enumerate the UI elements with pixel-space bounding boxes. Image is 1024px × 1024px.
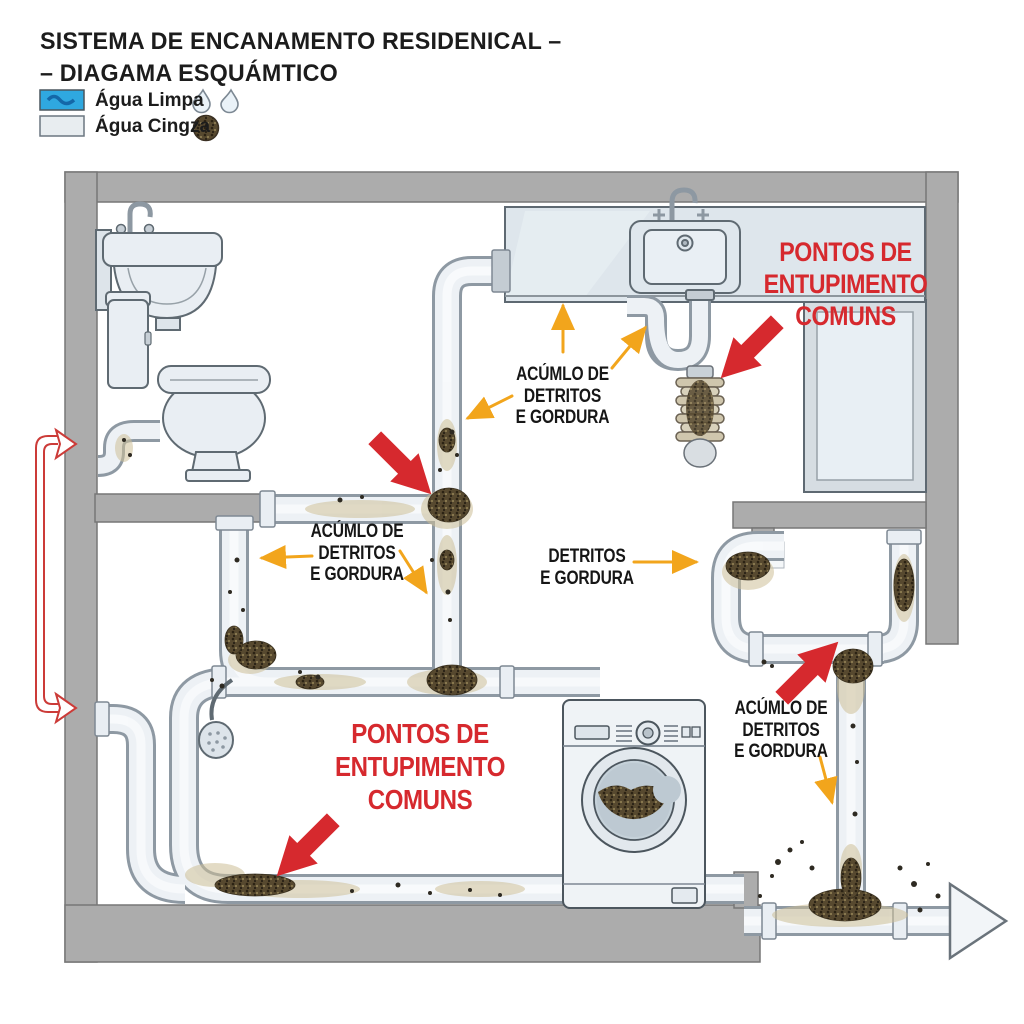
debris-label-mid: DETRITOS E GORDURA bbox=[540, 546, 634, 589]
arrow-to-trap bbox=[610, 325, 647, 370]
kitchen-sink bbox=[629, 187, 741, 301]
debris-label-kitchen: ACÚMLO DE DETRITOS E GORDURA bbox=[515, 364, 610, 429]
bottom-wall bbox=[64, 904, 761, 963]
recirculation-arrows bbox=[35, 427, 78, 725]
bathroom-faucet-icon bbox=[127, 201, 153, 232]
legend-grey-water-label: Água Cingza bbox=[95, 116, 211, 137]
page-title: SISTEMA DE ENCANAMENTO RESIDENICAL – – D… bbox=[40, 28, 562, 87]
clog-points-label-bottom: PONTOS DE ENTUPIMENTO COMUNS bbox=[334, 718, 506, 816]
wave-icon bbox=[46, 94, 76, 106]
walls bbox=[64, 171, 959, 963]
pipe-couplings bbox=[94, 249, 922, 940]
door-panel bbox=[803, 299, 927, 493]
debris-clusters bbox=[214, 427, 915, 922]
toilet bbox=[105, 291, 271, 482]
legend-swatches bbox=[39, 88, 239, 142]
debris-label-right: ACÚMLO DE DETRITOS E GORDURA bbox=[734, 698, 828, 763]
dirty-water bbox=[598, 785, 669, 820]
detergent-drawer bbox=[574, 725, 610, 740]
debris-specks bbox=[122, 429, 941, 913]
washing-machine bbox=[562, 699, 706, 909]
debris-label-bathroom: ACÚMLO DE DETRITOS E GORDURA bbox=[310, 521, 404, 586]
orange-arrows bbox=[259, 303, 838, 805]
arrow-to-drop-pipe bbox=[814, 755, 838, 805]
grey-water-swatch bbox=[39, 115, 85, 137]
corrugated-drain bbox=[675, 365, 725, 468]
outflow-arrow-icon bbox=[948, 881, 1009, 961]
right-wall bbox=[925, 171, 959, 645]
top-wall bbox=[64, 171, 959, 203]
mid-floor-right bbox=[732, 501, 927, 529]
debris-ball-icon bbox=[192, 114, 220, 142]
shower-head-icon bbox=[198, 678, 234, 759]
kitchen-faucet-icon bbox=[669, 187, 698, 222]
arrow-to-toilet-drop bbox=[259, 545, 314, 570]
clog-points-label-top: PONTOS DE ENTUPIMENTO COMUNS bbox=[763, 237, 928, 331]
legend-clean-water-label: Água Limpa bbox=[95, 90, 204, 111]
left-wall bbox=[64, 171, 98, 963]
arrow-to-stack bbox=[465, 394, 514, 420]
bathroom-sink bbox=[95, 201, 223, 331]
water-drops-icon bbox=[192, 88, 239, 114]
arrow-to-stack-lower bbox=[398, 549, 428, 595]
